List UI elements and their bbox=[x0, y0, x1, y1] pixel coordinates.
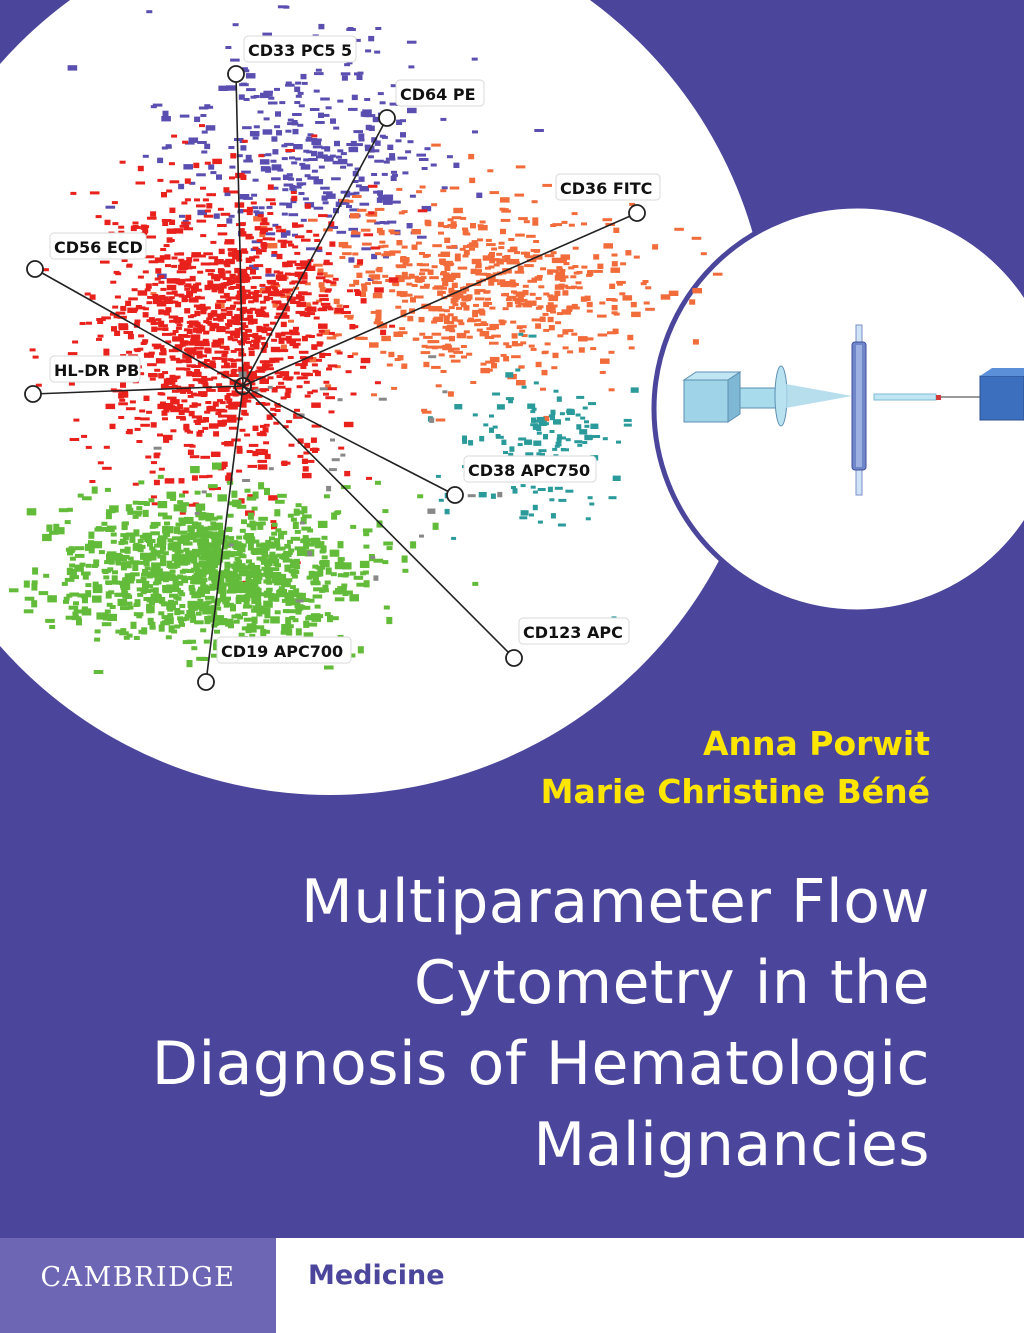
instrument-circle bbox=[651, 203, 1024, 615]
spoke-line bbox=[242, 117, 388, 387]
parameter-label: HL-DR PB bbox=[54, 361, 139, 380]
radar-center bbox=[234, 377, 252, 395]
series-name: Medicine bbox=[308, 1260, 445, 1291]
footer-band: CAMBRIDGE Medicine bbox=[0, 1238, 1024, 1333]
parameter-label: CD123 APC bbox=[523, 623, 623, 642]
parameter-label-box bbox=[463, 455, 597, 483]
spoke-line bbox=[205, 385, 244, 683]
title-line: Malignancies bbox=[533, 1110, 930, 1180]
title-line: Diagnosis of Hematologic bbox=[151, 1029, 930, 1099]
title-line: Cytometry in the bbox=[413, 948, 930, 1018]
spoke-endpoint bbox=[446, 486, 464, 504]
spoke-line bbox=[32, 385, 244, 395]
cell-clusters bbox=[8, 5, 723, 674]
parameter-label: CD36 FITC bbox=[560, 179, 652, 198]
parameter-label-box bbox=[518, 617, 630, 645]
spoke-line bbox=[34, 268, 244, 387]
authors: Anna Porwit Marie Christine Béné bbox=[541, 720, 930, 816]
author-name: Marie Christine Béné bbox=[540, 772, 930, 811]
book-title: Multiparameter Flow Cytometry in the Dia… bbox=[110, 862, 930, 1186]
title-line: Multiparameter Flow bbox=[301, 867, 930, 937]
publisher-box: CAMBRIDGE bbox=[0, 1238, 276, 1333]
parameter-label: CD19 APC700 bbox=[221, 642, 343, 661]
spoke-line bbox=[242, 212, 638, 387]
light-beam bbox=[786, 384, 852, 408]
author-name: Anna Porwit bbox=[703, 724, 930, 763]
parameter-label: CD33 PC5 5 bbox=[248, 41, 352, 60]
spoke-line bbox=[242, 385, 456, 496]
parameter-label-box bbox=[216, 636, 352, 664]
parameter-label-box bbox=[49, 355, 141, 383]
spoke-line bbox=[242, 385, 515, 659]
spoke-endpoint bbox=[505, 649, 523, 667]
cover-artwork: CD33 PC5 5 CD64 PE CD36 FITC CD56 ECD HL-DR … bbox=[0, 0, 1024, 795]
parameter-label: CD56 ECD bbox=[54, 238, 143, 257]
parameter-label: CD38 APC750 bbox=[468, 461, 590, 480]
lens-icon bbox=[774, 365, 788, 427]
parameter-label-box bbox=[49, 232, 147, 260]
scatter-beam bbox=[873, 393, 937, 401]
light-source-icon bbox=[682, 371, 779, 423]
spoke-endpoint bbox=[26, 260, 44, 278]
publisher-logo: CAMBRIDGE bbox=[40, 1262, 236, 1293]
cell-cluster-green bbox=[8, 462, 479, 674]
cell-cluster-orange bbox=[150, 143, 723, 422]
flow-cytometer-illustration bbox=[682, 324, 1024, 496]
parameter-labels: CD33 PC5 5 CD64 PE CD36 FITC CD56 ECD HL-DR … bbox=[49, 35, 661, 664]
parameter-label-box bbox=[555, 173, 661, 201]
spoke-endpoint bbox=[378, 109, 396, 127]
spoke-line bbox=[235, 73, 244, 387]
radar-spokes bbox=[24, 65, 646, 691]
parameter-label: CD64 PE bbox=[400, 85, 476, 104]
parameter-label-box bbox=[243, 35, 357, 63]
spoke-endpoint bbox=[24, 385, 42, 403]
spoke-endpoint bbox=[227, 65, 245, 83]
parameter-label-box bbox=[395, 79, 485, 107]
spoke-endpoint bbox=[628, 204, 646, 222]
flow-cell-icon bbox=[851, 324, 867, 496]
cell-cluster-purple bbox=[67, 5, 544, 291]
spoke-endpoint bbox=[197, 673, 215, 691]
detector-icon bbox=[979, 368, 1024, 421]
